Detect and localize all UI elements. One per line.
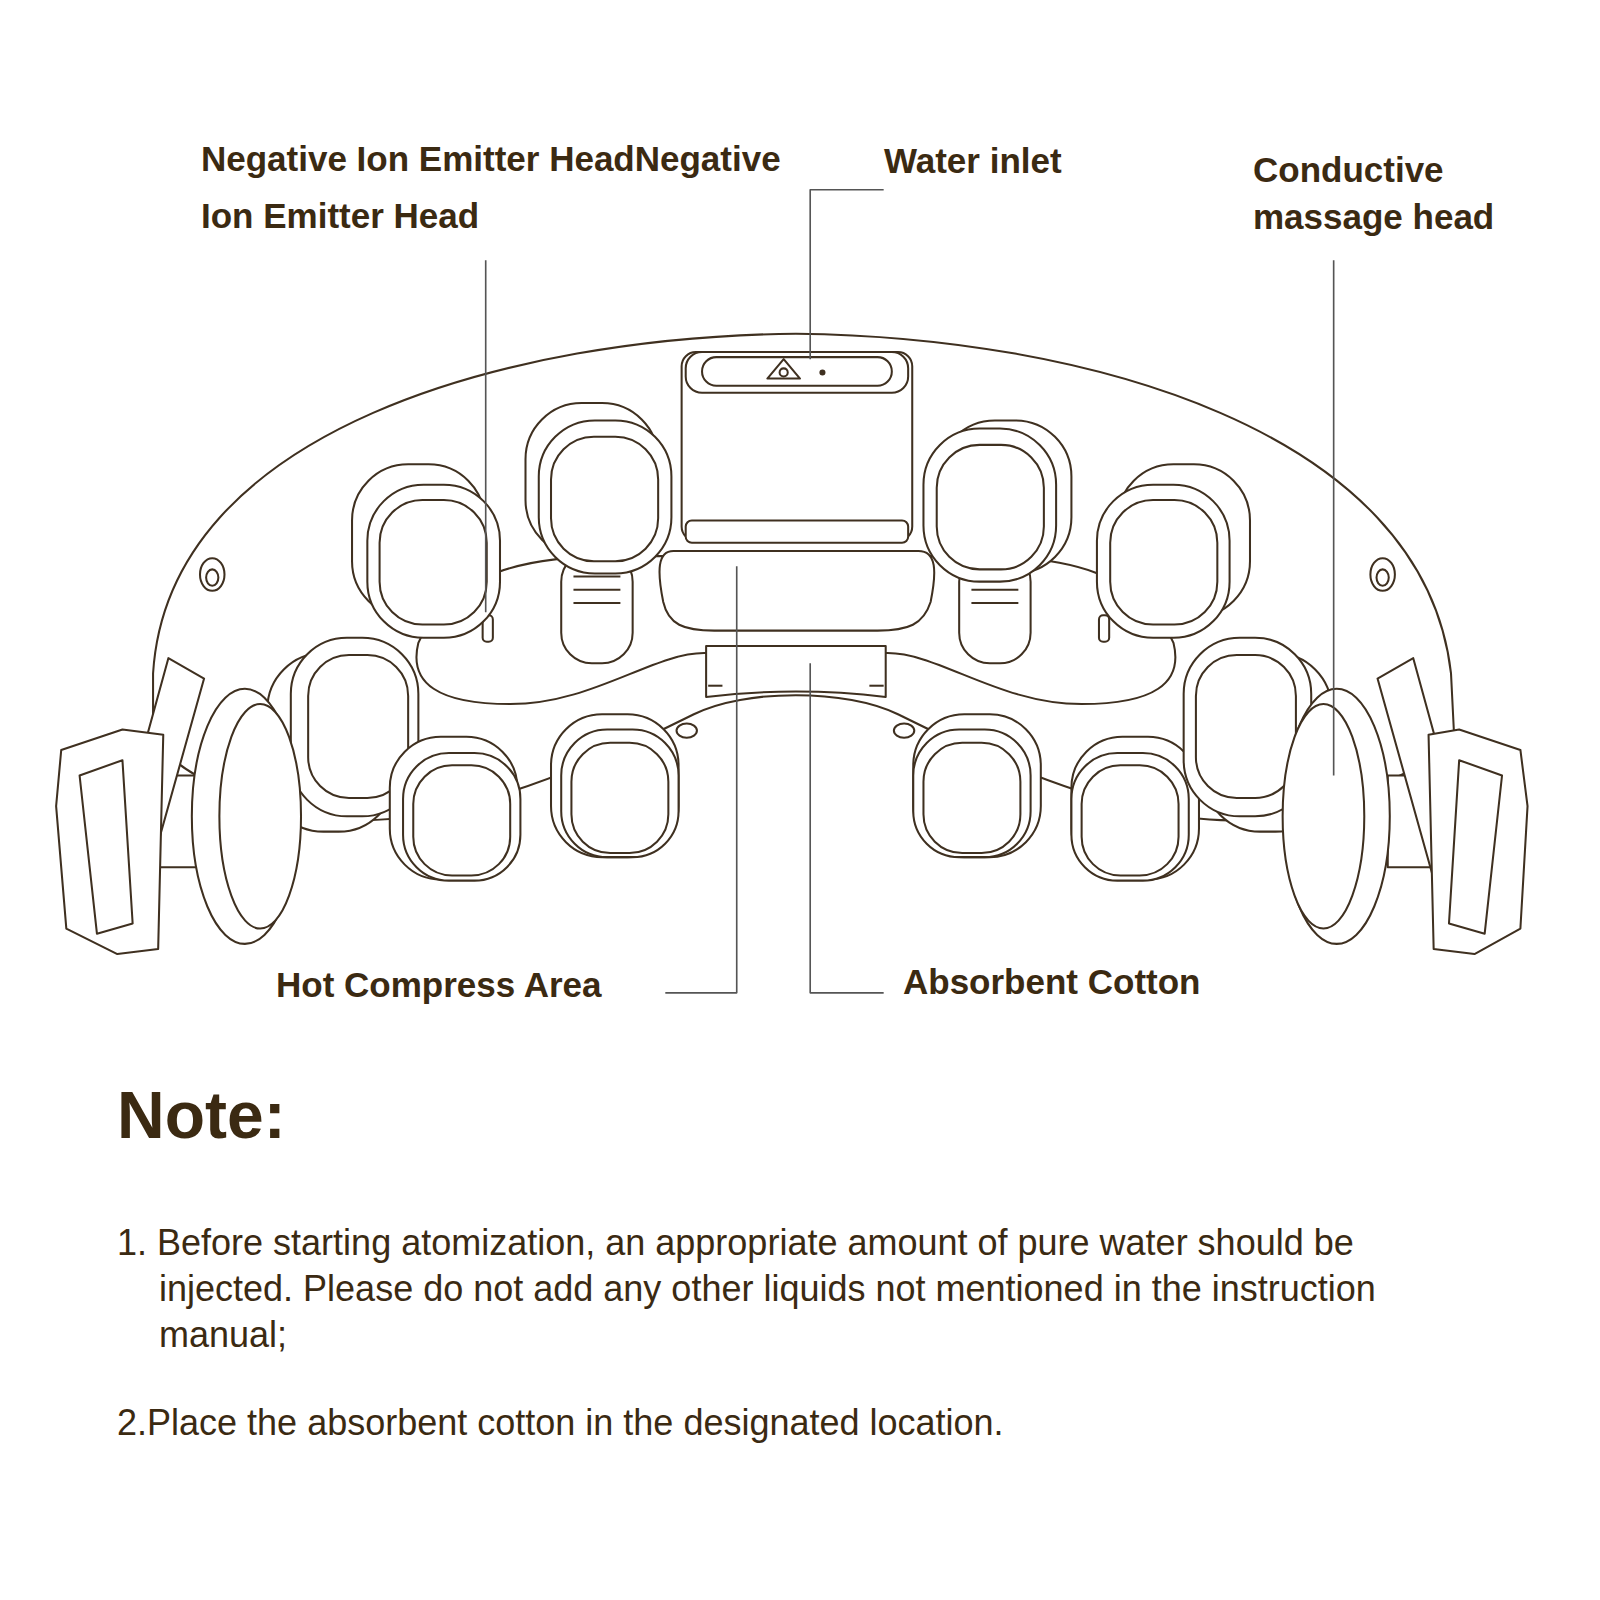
note-text: 2.Place the absorbent cotton in the desi… <box>117 1400 1457 1446</box>
shell-outline <box>153 334 1454 821</box>
note-heading: Note: <box>117 1077 517 1153</box>
ion-emitter-pin <box>1099 615 1109 642</box>
leader-lines <box>486 190 1334 993</box>
part-label: Hot Compress Area <box>276 964 676 1006</box>
absorbent-cotton <box>706 646 886 697</box>
part-label: Absorbent Cotton <box>903 961 1303 1003</box>
conductive-massage-head <box>143 689 1449 944</box>
hot-compress-pad <box>659 551 934 631</box>
water-tank <box>682 352 913 543</box>
part-label: Conductive massage head <box>1253 146 1573 240</box>
massage-head <box>267 638 1331 881</box>
part-label: Water inlet <box>884 132 1204 189</box>
note-text: 1. Before starting atomization, an appro… <box>117 1220 1457 1358</box>
side-clip <box>56 658 1527 954</box>
part-label: Negative Ion Emitter HeadNegative Ion Em… <box>201 130 841 244</box>
